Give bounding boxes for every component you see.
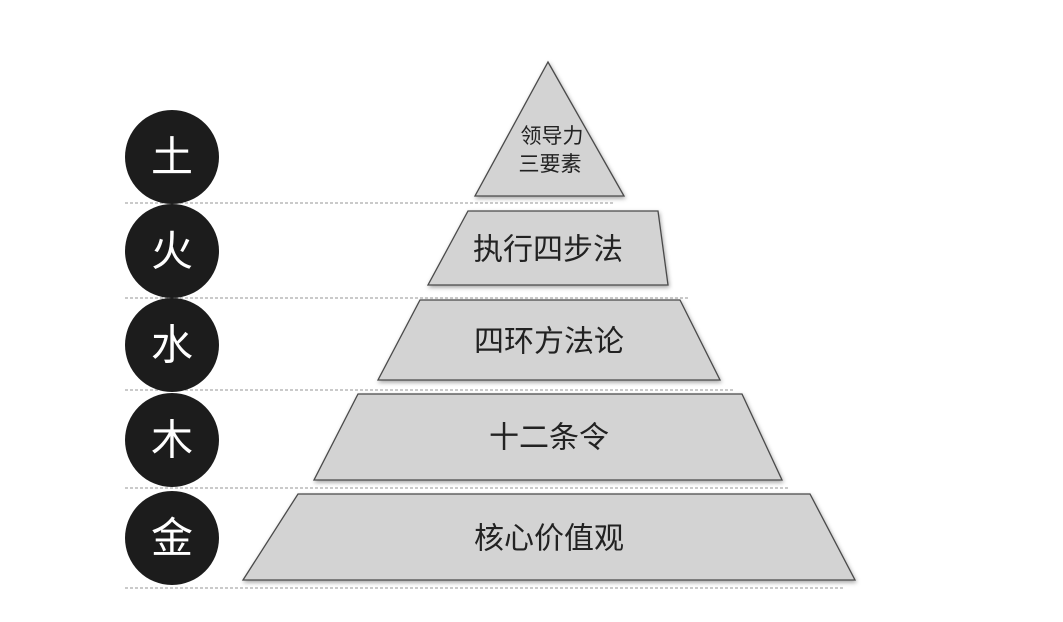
element-circle-metal <box>125 491 219 585</box>
level-4-label: 十二条令 <box>489 421 609 456</box>
pyramid-level-5 <box>241 493 857 581</box>
level-1-label-line-1: 领导力 <box>521 124 584 148</box>
pyramid-level-3 <box>376 299 722 381</box>
element-fire: 火 <box>151 227 193 276</box>
pyramid-level-2 <box>426 210 669 286</box>
pyramid-level-4 <box>312 393 784 481</box>
element-wood: 木 <box>151 416 193 465</box>
element-circle-water <box>125 298 219 392</box>
element-water: 水 <box>151 321 193 370</box>
level-1-label-line-2: 三要素 <box>519 152 582 176</box>
element-circle-fire <box>125 204 219 298</box>
element-circle-wood <box>125 393 219 487</box>
level-5-label: 核心价值观 <box>474 522 624 557</box>
element-metal: 金 <box>151 514 193 563</box>
element-earth: 土 <box>151 133 193 182</box>
level-2-label: 执行四步法 <box>473 233 623 268</box>
level-3-label: 四环方法论 <box>474 325 624 360</box>
element-circle-earth <box>125 110 219 204</box>
pyramid-level-1 <box>473 60 626 197</box>
